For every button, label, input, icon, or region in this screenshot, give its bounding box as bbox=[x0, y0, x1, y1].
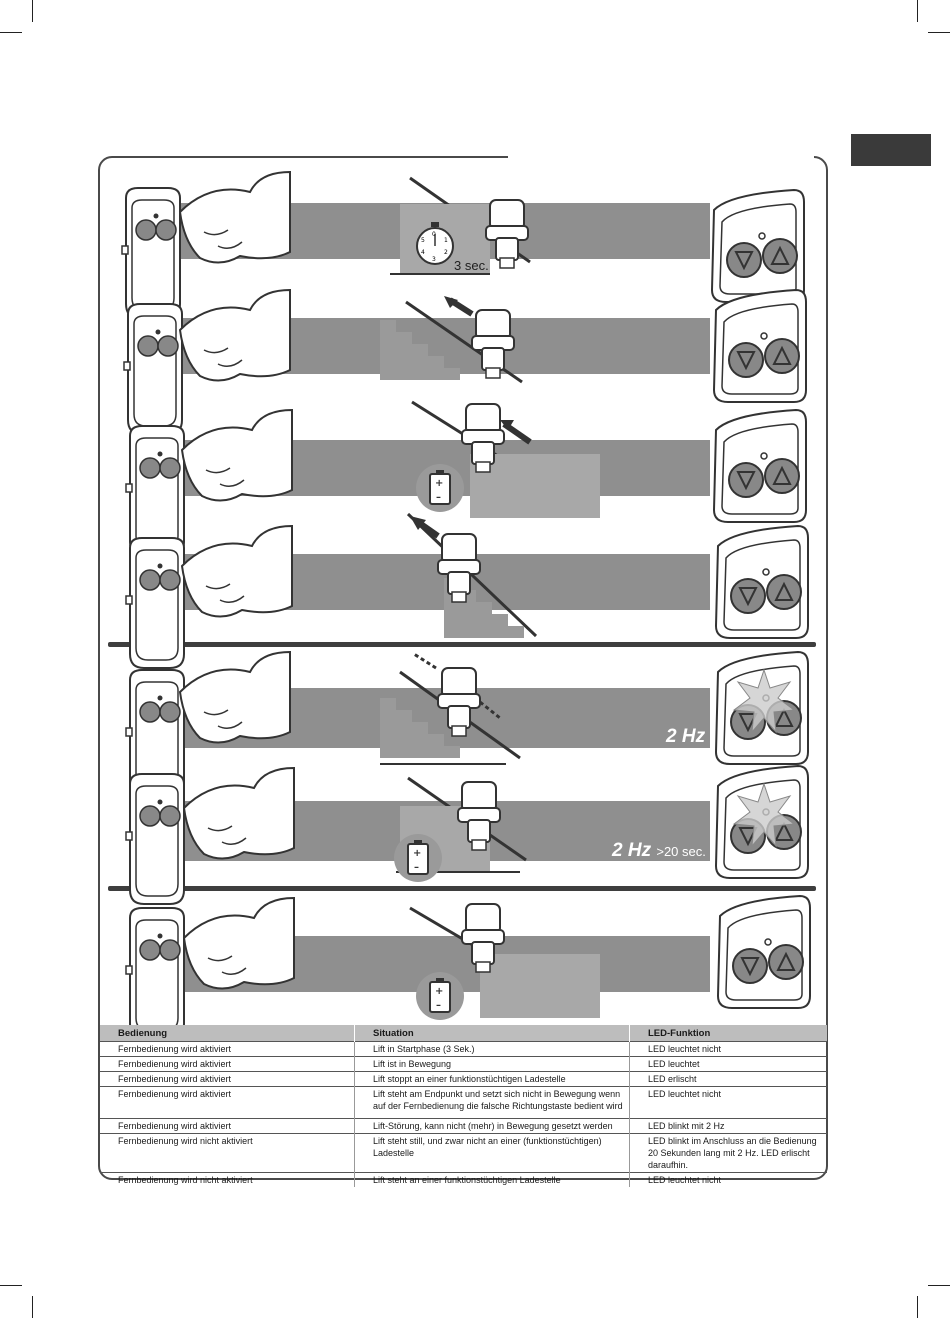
crop-mark bbox=[32, 0, 33, 22]
led-function-table: Bedienung Situation LED-Funktion Fernbed… bbox=[100, 1025, 827, 1187]
stairlift-icon bbox=[406, 512, 538, 638]
frame-gap bbox=[508, 150, 814, 162]
svg-text:5: 5 bbox=[421, 237, 425, 244]
table-cell: Lift steht an einer funktionstüchtigen L… bbox=[354, 1172, 630, 1187]
table-cell: Fernbedienung wird aktiviert bbox=[100, 1086, 355, 1119]
led-indicator-icon bbox=[717, 895, 811, 1009]
table-cell: Lift ist in Bewegung bbox=[354, 1056, 630, 1072]
hand-icon bbox=[181, 409, 293, 502]
table-cell: Fernbedienung wird nicht aktiviert bbox=[100, 1172, 355, 1187]
crop-mark bbox=[0, 1285, 22, 1286]
led-indicator-icon bbox=[713, 289, 807, 403]
svg-text:1: 1 bbox=[444, 237, 448, 244]
table-cell: Fernbedienung wird aktiviert bbox=[100, 1056, 355, 1072]
table-cell: Lift in Startphase (3 Sek.) bbox=[354, 1041, 630, 1057]
table-cell: Fernbedienung wird nicht aktiviert bbox=[100, 1133, 355, 1173]
svg-text:4: 4 bbox=[421, 249, 425, 256]
table-row: Fernbedienung wird aktiviert Lift steht … bbox=[100, 1086, 827, 1119]
led-indicator-icon bbox=[715, 525, 809, 639]
table-cell: Fernbedienung wird aktiviert bbox=[100, 1071, 355, 1087]
battery-icon bbox=[415, 463, 465, 513]
battery-icon bbox=[393, 833, 443, 883]
blink-duration: >20 sec. bbox=[656, 844, 706, 859]
table-row: Fernbedienung wird nicht aktiviert Lift … bbox=[100, 1172, 827, 1187]
crop-mark bbox=[0, 32, 22, 33]
hand-icon bbox=[183, 767, 295, 860]
table-cell: Lift-Störung, kann nicht (mehr) in Beweg… bbox=[354, 1118, 630, 1134]
column-header: Bedienung bbox=[100, 1025, 355, 1042]
crop-mark bbox=[917, 0, 918, 22]
table-cell: LED leuchtet nicht bbox=[629, 1086, 827, 1119]
stairlift-icon bbox=[380, 296, 523, 384]
crop-mark bbox=[917, 1296, 918, 1318]
hand-icon bbox=[179, 651, 291, 744]
svg-text:2: 2 bbox=[444, 249, 448, 256]
column-header: LED-Funktion bbox=[629, 1025, 827, 1042]
crop-mark bbox=[928, 1285, 950, 1286]
led-indicator-icon bbox=[715, 651, 809, 765]
table-row: Fernbedienung wird nicht aktiviert Lift … bbox=[100, 1133, 827, 1173]
table-cell: Fernbedienung wird aktiviert bbox=[100, 1041, 355, 1057]
table-cell: Fernbedienung wird aktiviert bbox=[100, 1118, 355, 1134]
crop-mark bbox=[928, 32, 950, 33]
table-cell: LED leuchtet bbox=[629, 1056, 827, 1072]
section-separator bbox=[108, 642, 816, 647]
svg-text:3: 3 bbox=[432, 256, 436, 263]
led-indicator-icon bbox=[711, 189, 805, 303]
table-cell: Lift steht still, und zwar nicht an eine… bbox=[354, 1133, 630, 1173]
blink-frequency-label: 2 Hz >20 sec. bbox=[612, 840, 706, 862]
hand-icon bbox=[181, 525, 293, 618]
table-cell: LED leuchtet nicht bbox=[629, 1172, 827, 1187]
timer-label: 3 sec. bbox=[454, 258, 489, 273]
stairlift-icon bbox=[409, 903, 600, 1018]
led-indicator-icon bbox=[713, 409, 807, 523]
section-separator bbox=[108, 886, 816, 891]
blink-frequency-label: 2 Hz bbox=[666, 726, 706, 747]
crop-mark bbox=[32, 1296, 33, 1318]
stairlift-icon bbox=[380, 652, 521, 765]
table-row: Fernbedienung wird aktiviert Lift stoppt… bbox=[100, 1071, 827, 1087]
stopwatch-icon: 0 1 2 3 4 5 bbox=[416, 222, 454, 265]
table-row: Fernbedienung wird aktiviert Lift-Störun… bbox=[100, 1118, 827, 1134]
table-header-row: Bedienung Situation LED-Funktion bbox=[100, 1025, 827, 1042]
column-header: Situation bbox=[354, 1025, 630, 1042]
battery-icon bbox=[415, 971, 465, 1021]
table-cell: LED blinkt mit 2 Hz bbox=[629, 1118, 827, 1134]
svg-text:0: 0 bbox=[432, 231, 436, 238]
table-cell: Lift stoppt an einer funktionstüchtigen … bbox=[354, 1071, 630, 1087]
table-cell: LED erlischt bbox=[629, 1071, 827, 1087]
table-row: Fernbedienung wird aktiviert Lift in Sta… bbox=[100, 1041, 827, 1057]
table-row: Fernbedienung wird aktiviert Lift ist in… bbox=[100, 1056, 827, 1072]
table-cell: LED leuchtet nicht bbox=[629, 1041, 827, 1057]
hand-icon bbox=[183, 897, 295, 990]
table-cell: Lift steht am Endpunkt und setzt sich ni… bbox=[354, 1086, 630, 1119]
table-cell: LED blinkt im Anschluss an die Bedienung… bbox=[629, 1133, 827, 1173]
stairlift-icon bbox=[411, 400, 600, 518]
hand-icon bbox=[179, 171, 291, 264]
hand-icon bbox=[179, 289, 291, 382]
blink-frequency-value: 2 Hz bbox=[612, 840, 652, 861]
chapter-tab bbox=[851, 134, 931, 166]
led-indicator-icon bbox=[715, 765, 809, 879]
